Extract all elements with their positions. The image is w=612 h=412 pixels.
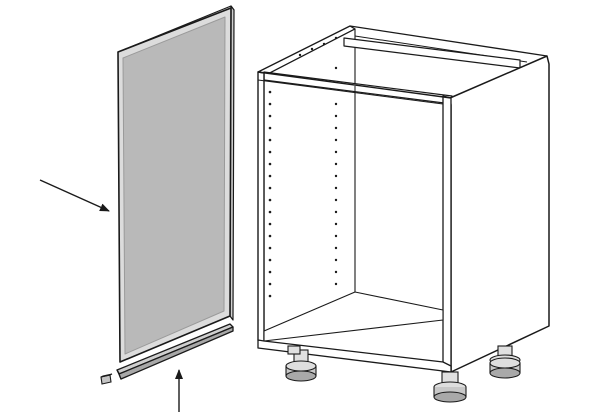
base-cabinet xyxy=(257,25,550,373)
leg-front-right xyxy=(433,371,467,403)
clip xyxy=(100,373,113,385)
plinth-strip xyxy=(116,323,234,380)
shelf-holes-top xyxy=(298,36,338,70)
leg-rear-right xyxy=(489,345,521,379)
side-arrow xyxy=(39,179,110,212)
adjustable-legs xyxy=(285,345,521,403)
shelf-holes-left xyxy=(268,90,272,298)
door-panel xyxy=(117,5,235,363)
leg-front-left xyxy=(287,345,301,355)
shelf-holes-rear xyxy=(334,102,338,286)
